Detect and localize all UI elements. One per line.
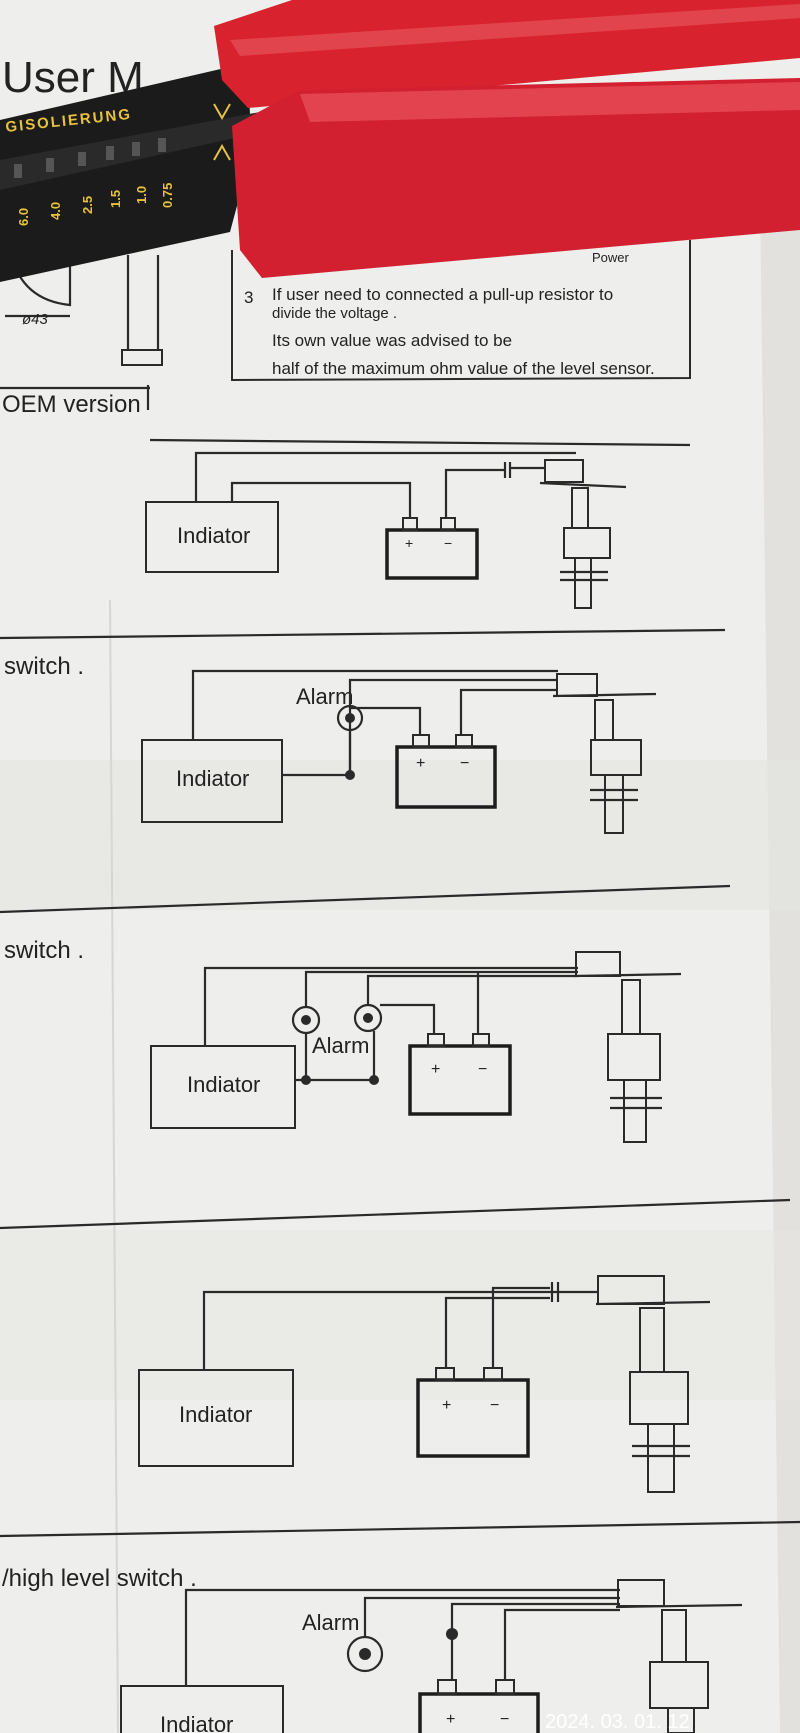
- svg-text:+: +: [416, 755, 425, 772]
- paper-fold: [0, 1230, 800, 1400]
- alarm-label: Alarm: [302, 1610, 359, 1635]
- indicator-label: Indiator: [160, 1712, 233, 1733]
- svg-text:+: +: [442, 1397, 451, 1414]
- wire-stripper-tool: GISOLIERUNG 6.0 4.0 2.5 1.5 1.0 0.75: [0, 0, 800, 282]
- tool-handle-lower: [232, 78, 800, 278]
- alarm-label: Alarm: [312, 1033, 369, 1058]
- svg-text:+: +: [431, 1061, 440, 1078]
- wiring-diagram-oem: OEM version Indiator + −: [0, 385, 691, 580]
- note-line-4: half of the maximum ohm value of the lev…: [272, 359, 655, 378]
- svg-text:0.75: 0.75: [160, 183, 175, 208]
- svg-text:3: 3: [244, 288, 253, 307]
- section-heading: /high level switch .: [2, 1565, 197, 1592]
- indicator-label: Indiator: [177, 523, 250, 548]
- level-sensor: [573, 951, 682, 1143]
- indicator-label: Indiator: [187, 1072, 260, 1097]
- indicator-box: [145, 501, 279, 573]
- level-sensor: [595, 1275, 711, 1493]
- alarm-label: Alarm: [296, 684, 353, 709]
- svg-text:+: +: [405, 535, 413, 551]
- svg-text:1.0: 1.0: [134, 186, 149, 204]
- note-line-1: If user need to connected a pull-up resi…: [272, 285, 613, 304]
- svg-text:−: −: [500, 1711, 509, 1728]
- svg-text:−: −: [478, 1061, 487, 1078]
- wiring-diagram-2: switch . Indiator Alarm + −: [4, 653, 558, 823]
- indicator-label: Indiator: [179, 1402, 252, 1427]
- battery: [395, 745, 497, 809]
- svg-text:ø43: ø43: [22, 311, 49, 328]
- gauge-markings: 6.0 4.0 2.5 1.5 1.0 0.75: [14, 138, 175, 226]
- section-heading: OEM version: [2, 391, 141, 418]
- battery: [418, 1692, 540, 1733]
- indicator-label: Indiator: [176, 766, 249, 791]
- indicator-box: [138, 1369, 294, 1467]
- battery: [408, 1044, 512, 1116]
- wiring-diagram-4: Indiator + −: [138, 1282, 598, 1467]
- indicator-box: [150, 1045, 296, 1129]
- level-sensor: [615, 1579, 743, 1733]
- level-sensor: [552, 673, 657, 834]
- svg-text:+: +: [446, 1711, 455, 1728]
- svg-text:1.5: 1.5: [108, 190, 123, 208]
- indicator-box: [141, 739, 283, 823]
- svg-text:4.0: 4.0: [48, 202, 63, 220]
- section-heading: switch .: [4, 937, 84, 964]
- section-heading: switch .: [4, 653, 84, 680]
- svg-text:−: −: [444, 535, 452, 551]
- indicator-box: [120, 1685, 284, 1733]
- note-line-2: divide the voltage .: [272, 305, 397, 322]
- tool-jaw: [0, 68, 252, 282]
- note-line-3: Its own value was advised to be: [272, 331, 512, 350]
- paper-fold: [0, 760, 800, 910]
- svg-text:2.5: 2.5: [80, 196, 95, 214]
- svg-text:−: −: [490, 1397, 499, 1414]
- photo-timestamp: 2024. 03. 01. 12: [545, 1711, 690, 1733]
- wiring-diagram-3: switch . Indiator Alarm + −: [4, 937, 578, 1129]
- wiring-diagram-5: /high level switch . Indiator Alarm + −: [2, 1565, 620, 1733]
- battery: [416, 1378, 530, 1458]
- note-box: 3 If user need to connected a pull-up re…: [231, 240, 691, 382]
- battery: [385, 528, 479, 580]
- level-sensor: [539, 459, 627, 609]
- svg-text:Power: Power: [592, 250, 630, 265]
- svg-text:−: −: [460, 755, 469, 772]
- svg-text:6.0: 6.0: [16, 208, 31, 226]
